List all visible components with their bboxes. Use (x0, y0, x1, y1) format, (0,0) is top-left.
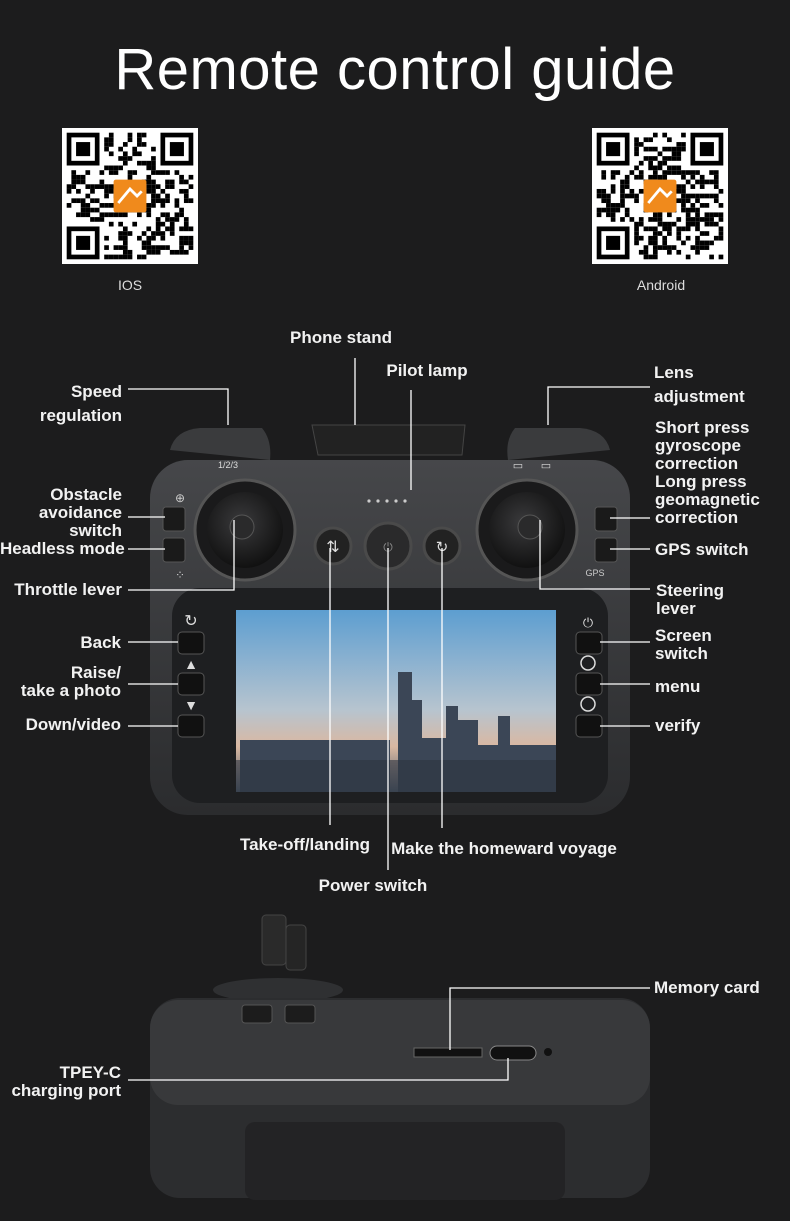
svg-text:⁘: ⁘ (175, 568, 185, 582)
label-power-switch: Power switch (318, 876, 428, 895)
svg-text:↻: ↻ (184, 613, 197, 630)
label-line: regulation (39, 406, 122, 425)
label-line: Long press (655, 472, 747, 491)
usb-c-port[interactable] (489, 1045, 537, 1061)
label-line: switch (69, 521, 122, 540)
screen-switch-button[interactable] (575, 631, 603, 655)
label-raise-photo: Raise/take a photo (0, 664, 121, 700)
headless-mode-button[interactable] (162, 537, 186, 563)
label-back: Back (80, 633, 121, 652)
label-line: switch (655, 644, 708, 663)
label-line: Obstacle (50, 485, 122, 504)
back-button[interactable] (177, 631, 205, 655)
controller-side-view (150, 914, 650, 1200)
phone-stand[interactable] (311, 424, 466, 456)
gyro-correction-button[interactable] (594, 506, 618, 532)
label-throttle-lever: Throttle lever (14, 580, 122, 599)
label-gps-switch: GPS switch (655, 540, 749, 559)
android-qr-code (592, 128, 728, 264)
obstacle-avoidance-button[interactable] (162, 506, 186, 532)
label-line: TPEY-C (59, 1063, 121, 1082)
svg-text:▭: ▭ (513, 460, 523, 472)
label-line: Short press (655, 418, 750, 437)
label-line: avoidance (38, 503, 122, 522)
label-headless-mode: Headless mode (0, 539, 125, 558)
label-line: Screen (655, 626, 712, 645)
left-shoulder (170, 428, 271, 460)
ios-caption: IOS (117, 277, 143, 293)
pilot-lamp (367, 499, 407, 503)
label-line: Lens (654, 363, 694, 382)
gps-switch-button[interactable] (594, 537, 618, 563)
label-line: correction (655, 508, 739, 527)
label-line: Steering (656, 581, 725, 600)
label-down-video: Down/video (25, 715, 121, 734)
right-shoulder (507, 428, 610, 460)
label-line: take a photo (20, 681, 121, 700)
takeoff-landing-button[interactable] (313, 526, 353, 566)
page-title: Remote control guide (114, 37, 676, 102)
label-line: geomagnetic (655, 490, 760, 509)
android-caption: Android (636, 277, 686, 293)
svg-text:▲: ▲ (184, 656, 198, 672)
speed-mark: 1/2/3 (218, 460, 238, 470)
label-lens-adjustment: Lens adjustment (654, 361, 745, 409)
label-pilot-lamp: Pilot lamp (386, 361, 468, 380)
gps-mark: GPS (585, 568, 604, 578)
memory-card-slot[interactable] (413, 1047, 483, 1058)
label-menu: menu (655, 677, 701, 696)
label-speed-regulation: Speed regulation (0, 380, 122, 428)
label-line: Speed (70, 382, 122, 401)
svg-text:⏻: ⏻ (583, 615, 593, 630)
label-line: lever (656, 599, 696, 618)
label-line: charging port (11, 1081, 121, 1100)
svg-text:⏻: ⏻ (383, 540, 393, 554)
label-line: gyroscope (655, 436, 741, 455)
label-homeward: Make the homeward voyage (391, 839, 617, 858)
label-line: Raise/ (70, 663, 121, 682)
label-memory-card: Memory card (654, 978, 760, 997)
label-line: correction (655, 454, 739, 473)
label-line: adjustment (654, 387, 745, 406)
label-phone-stand: Phone stand (289, 328, 392, 347)
svg-text:↻: ↻ (436, 539, 449, 556)
label-takeoff-landing: Take-off/landing (239, 835, 370, 854)
label-verify: verify (655, 716, 701, 735)
svg-text:▭: ▭ (541, 460, 551, 472)
svg-text:▼: ▼ (184, 697, 198, 713)
svg-text:⊕: ⊕ (175, 491, 185, 505)
ios-qr-code (62, 128, 198, 264)
